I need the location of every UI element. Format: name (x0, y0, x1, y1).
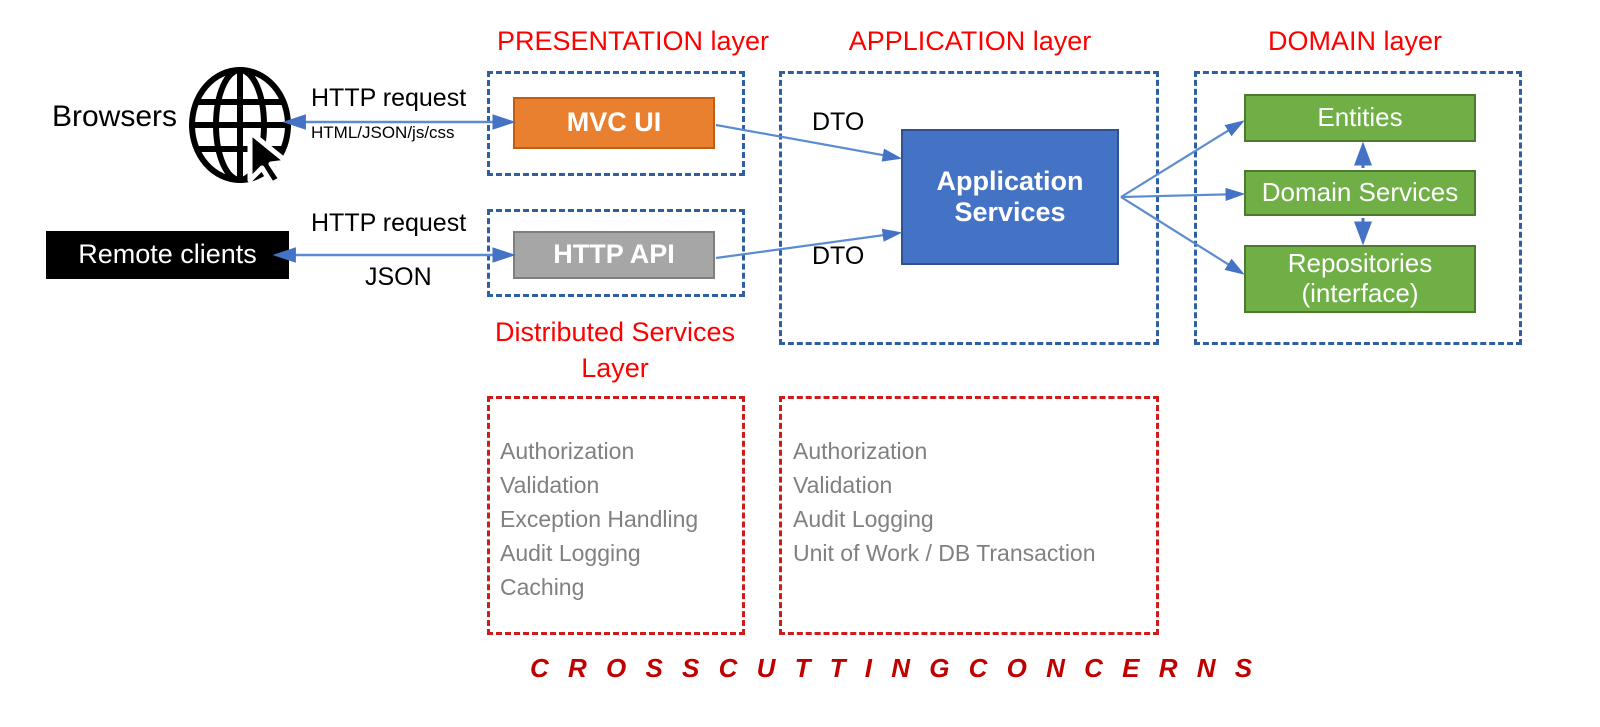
repositories-node[interactable]: Repositories (interface) (1244, 245, 1476, 313)
entities-node[interactable]: Entities (1244, 94, 1476, 142)
application-concerns-list: Authorization Validation Audit Logging U… (793, 434, 1096, 570)
http-api-node[interactable]: HTTP API (513, 231, 715, 279)
distributed-services-layer-title-line1: Distributed Services (494, 317, 736, 347)
mvc-ui-node[interactable]: MVC UI (513, 97, 715, 149)
remote-http-request-label: HTTP request (311, 209, 467, 237)
concern-item: Validation (500, 472, 600, 499)
repositories-line1: Repositories (1287, 248, 1433, 279)
remote-clients-node: Remote clients (46, 231, 289, 279)
application-layer-title: APPLICATION layer (848, 26, 1092, 56)
concern-item: Unit of Work / DB Transaction (793, 540, 1096, 567)
presentation-cross-cutting-container (487, 396, 745, 635)
concern-item: Authorization (793, 438, 928, 464)
dto-bottom-label: DTO (812, 242, 865, 270)
presentation-concerns-list: Authorization Validation Exception Handl… (500, 434, 698, 604)
concern-item: Caching (500, 574, 585, 601)
concern-item: Exception Handling (500, 506, 699, 533)
concern-item: Audit Logging (500, 540, 641, 567)
distributed-services-layer-title-line2: Layer (581, 353, 649, 383)
remote-response-label: JSON (365, 263, 432, 291)
application-cross-cutting-container (779, 396, 1159, 635)
browsers-label: Browsers (52, 100, 178, 133)
concern-item: Audit Logging (793, 506, 934, 533)
globe-cursor-icon (188, 66, 304, 187)
domain-layer-title: DOMAIN layer (1267, 26, 1443, 56)
concern-item: Authorization (500, 438, 635, 464)
browser-response-label: HTML/JSON/js/css (311, 123, 455, 142)
cross-cutting-concerns-caption: C R O S S C U T T I N G C O N C E R N S (530, 653, 1259, 683)
domain-services-node[interactable]: Domain Services (1244, 170, 1476, 216)
browser-http-request-label: HTTP request (311, 84, 467, 112)
application-services-node[interactable]: Application Services (901, 129, 1119, 265)
concern-item: Validation (793, 472, 893, 499)
dto-top-label: DTO (812, 108, 865, 136)
presentation-layer-title: PRESENTATION layer (497, 26, 770, 56)
application-services-line2: Services (954, 197, 1066, 227)
repositories-line2: (interface) (1301, 278, 1419, 308)
application-services-line1: Application (936, 165, 1084, 196)
